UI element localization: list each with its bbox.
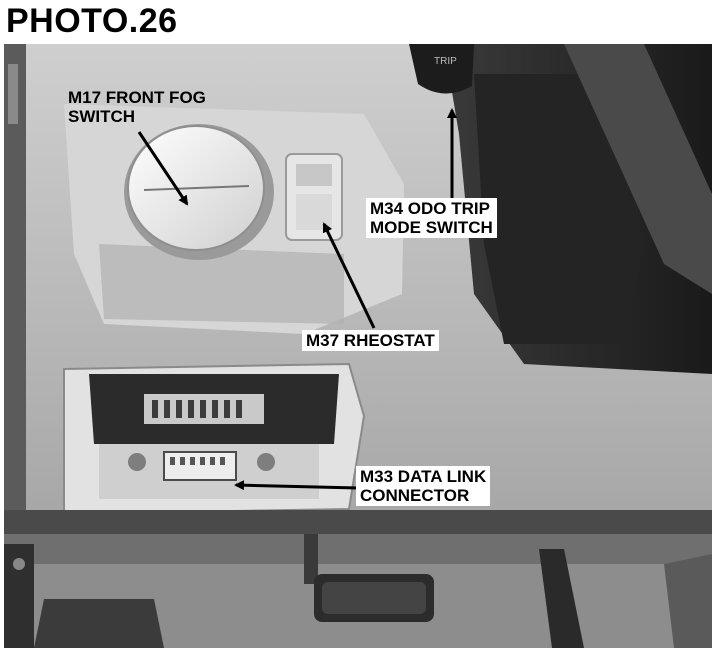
front-fog-switch-knob bbox=[124, 124, 274, 260]
fog-switch-arrow bbox=[137, 131, 189, 206]
front-fog-switch-label: M17 FRONT FOG SWITCH bbox=[68, 88, 206, 126]
data-link-arrow bbox=[234, 480, 359, 491]
odo-trip-switch-label: M34 ODO TRIP MODE SWITCH bbox=[366, 198, 497, 238]
odo-trip-switch-label-line2: MODE SWITCH bbox=[370, 218, 493, 237]
front-fog-switch-label-line1: M17 FRONT FOG bbox=[68, 88, 206, 107]
accelerator-pedal bbox=[539, 549, 584, 648]
rheostat-label-text: M37 RHEOSTAT bbox=[306, 331, 435, 350]
lower-dash-edge bbox=[4, 510, 712, 534]
trip-button-label: TRIP bbox=[434, 56, 457, 67]
rheostat-label: M37 RHEOSTAT bbox=[302, 330, 439, 351]
photo-title: PHOTO.26 bbox=[6, 2, 178, 40]
front-fog-switch-label-line2: SWITCH bbox=[68, 107, 136, 126]
side-trim bbox=[4, 544, 34, 648]
rheostat-arrow bbox=[322, 222, 376, 329]
footrest bbox=[34, 554, 712, 648]
data-link-connector-label-line2: CONNECTOR bbox=[360, 486, 470, 505]
left-trim bbox=[4, 44, 26, 514]
data-link-connector-label-line1: M33 DATA LINK bbox=[360, 467, 487, 486]
trip-button: TRIP bbox=[409, 44, 474, 94]
data-link-connector-label: M33 DATA LINK CONNECTOR bbox=[356, 466, 491, 506]
data-link-connector-area bbox=[63, 362, 366, 516]
brake-pedal bbox=[304, 534, 434, 622]
rheostat-switch bbox=[285, 153, 343, 241]
odo-trip-switch-label-line1: M34 ODO TRIP bbox=[370, 199, 490, 218]
